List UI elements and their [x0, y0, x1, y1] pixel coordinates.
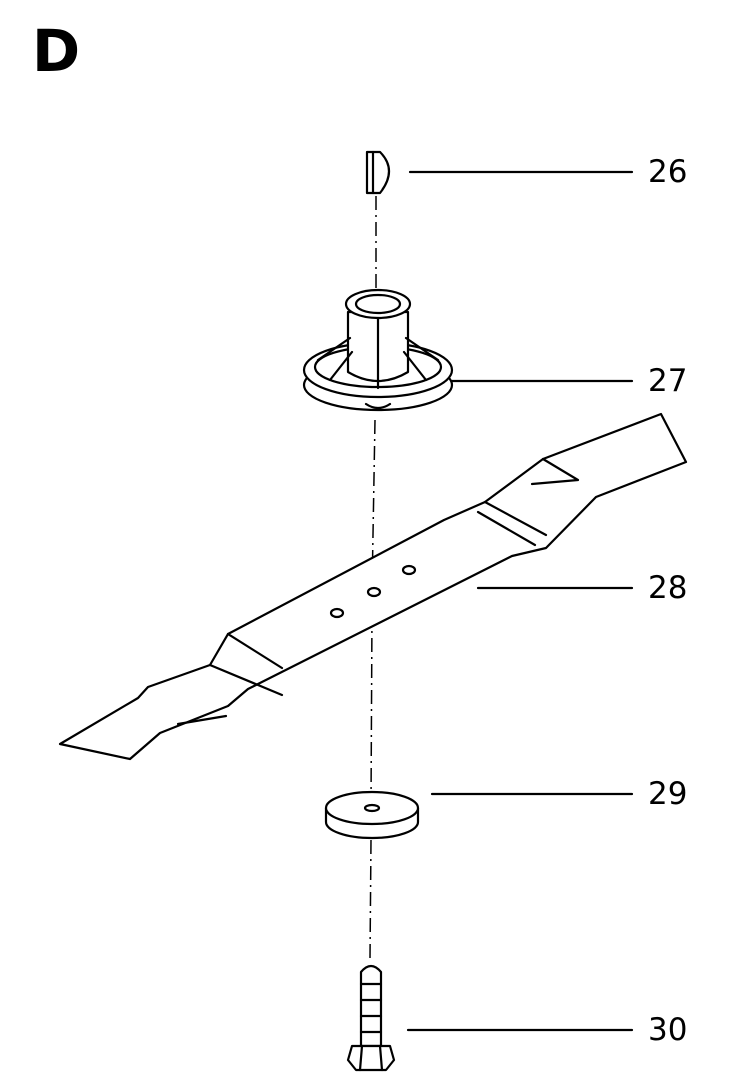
bolt-icon: [346, 964, 396, 1072]
section-letter: D: [32, 17, 81, 85]
callout-29: 29: [648, 776, 688, 812]
callout-26: 26: [648, 154, 688, 190]
blade-adapter-icon: [302, 288, 454, 412]
key-icon: [365, 150, 391, 195]
callout-27: 27: [648, 363, 688, 399]
blade-icon: [58, 412, 688, 761]
washer-icon: [324, 790, 420, 840]
callout-28: 28: [648, 570, 688, 606]
leader-lines: [406, 170, 634, 1032]
callout-30: 30: [648, 1012, 688, 1048]
